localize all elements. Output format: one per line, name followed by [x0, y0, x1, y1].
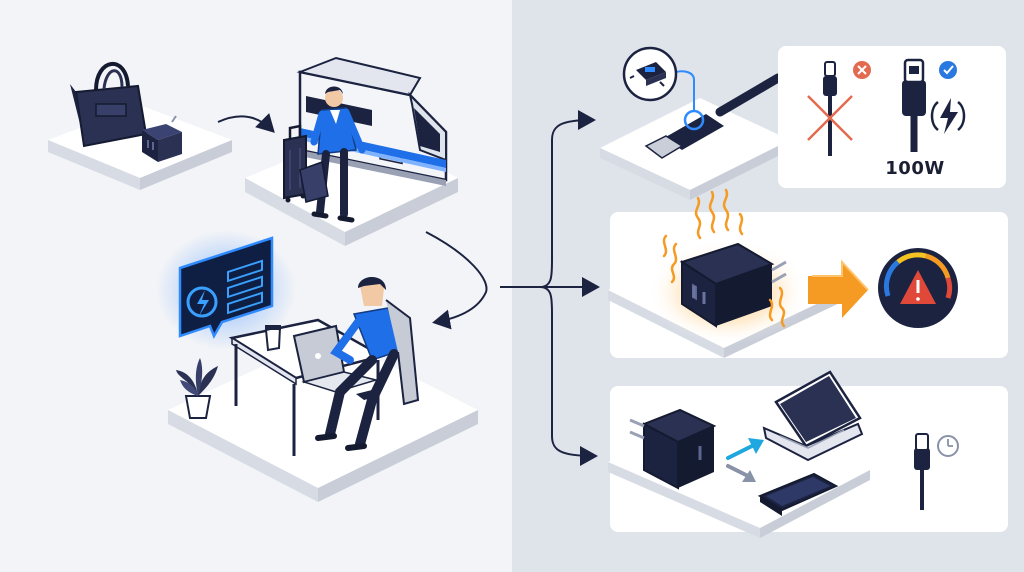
battery-hologram-icon — [156, 230, 296, 350]
bag-icon — [70, 62, 148, 148]
warning-gauge-icon — [878, 248, 958, 328]
bad-cable-icon — [807, 61, 853, 156]
plant-icon — [176, 358, 218, 419]
power-rating-label: 100W — [885, 158, 945, 179]
usb-c-cable-icon — [644, 73, 783, 159]
cross-badge-icon — [853, 61, 871, 79]
usb-cable-vertical-icon — [914, 433, 930, 510]
laptop-device-icon — [762, 370, 864, 462]
flow-arrow-2 — [425, 231, 488, 330]
coffee-cup-icon — [264, 325, 282, 352]
good-cable-icon — [902, 58, 926, 152]
wall-charger-icon — [629, 408, 717, 490]
chip-icon — [622, 46, 695, 110]
hot-charger-icon — [679, 242, 787, 328]
phone-icon — [757, 472, 839, 516]
clock-icon — [937, 435, 959, 457]
branch-connector — [500, 110, 600, 466]
heat-waves-icon — [662, 188, 786, 328]
worker-icon — [315, 277, 420, 451]
gray-arrow-icon — [726, 464, 756, 482]
check-badge-icon — [939, 61, 957, 79]
orange-arrow-icon — [808, 259, 869, 318]
cyan-arrow-icon — [726, 438, 764, 460]
flow-arrow-1 — [217, 113, 275, 133]
charger-icon — [142, 115, 182, 162]
lightning-icon — [930, 98, 966, 134]
platform-cable — [600, 98, 790, 200]
suitcase-icon — [283, 124, 329, 203]
traveler-icon — [310, 86, 366, 223]
phone-on-desk-icon — [356, 390, 380, 400]
